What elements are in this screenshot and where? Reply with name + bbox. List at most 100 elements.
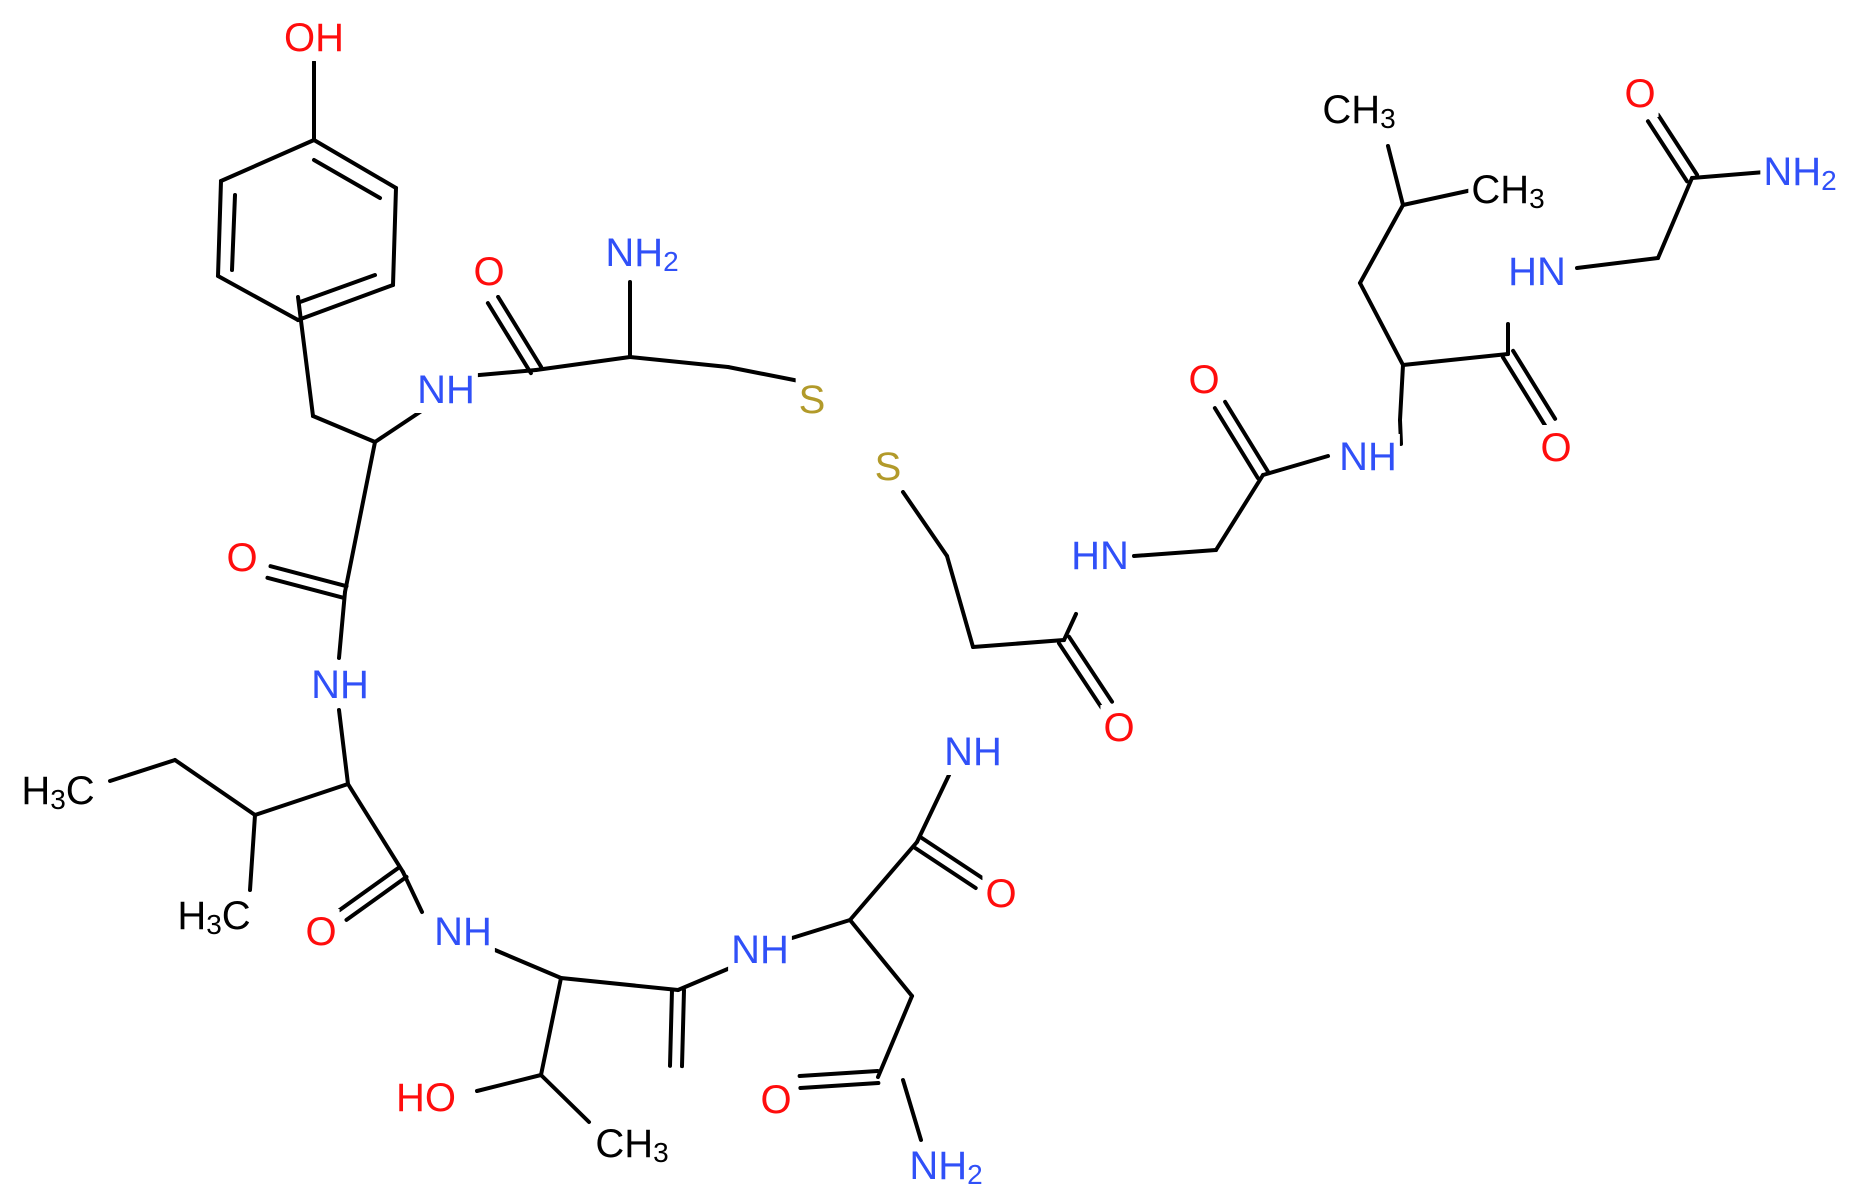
single-bond [915, 773, 951, 844]
atom-label-tyr_nh: NH [417, 368, 475, 412]
single-bond [108, 758, 177, 783]
single-bond [1401, 188, 1474, 207]
single-bond [848, 918, 914, 998]
atom-label-tyr_oh: OH [284, 16, 344, 60]
atom-label-ch3_thr: CH3 [595, 1122, 668, 1168]
ring-bond [219, 138, 316, 183]
ring-bond [216, 179, 223, 278]
single-bond [1690, 170, 1767, 180]
double-bond [1067, 634, 1115, 704]
ring-bond [391, 186, 398, 287]
single-bond [1575, 256, 1660, 270]
single-bond [1214, 473, 1265, 552]
single-bond [945, 554, 975, 649]
single-bond [1062, 612, 1078, 642]
single-bond [539, 1073, 591, 1124]
label-background [1505, 249, 1569, 295]
atom-label-cys_co_o: O [1103, 706, 1134, 750]
single-bond [346, 782, 405, 874]
label-background [470, 249, 508, 295]
double-bond [797, 1069, 880, 1079]
label-background [393, 1075, 459, 1121]
atom-label-thr_co_o: O [305, 910, 336, 954]
single-bond [1401, 352, 1510, 367]
label-background [1760, 149, 1840, 197]
single-bond [1261, 454, 1330, 477]
atom-label-s2: S [875, 445, 902, 489]
label-background [906, 1143, 986, 1191]
atom-label-asn_nh: NH [731, 928, 789, 972]
label-background [757, 1077, 795, 1123]
double-bond [268, 564, 349, 589]
double-bond [485, 301, 533, 376]
single-bond [311, 414, 377, 444]
single-bond [466, 368, 538, 378]
single-bond [248, 813, 257, 892]
double-bond [679, 988, 686, 1069]
single-bond [539, 976, 563, 1077]
atom-label-ile_co_o: O [226, 536, 257, 580]
single-bond [296, 295, 315, 418]
ring-bond [296, 283, 395, 322]
single-bond [373, 406, 428, 444]
double-bond [668, 987, 675, 1068]
label-background [431, 909, 495, 955]
single-bond [901, 490, 949, 558]
label-background [1537, 425, 1575, 471]
single-bond [971, 638, 1066, 649]
atom-label-cys_nh: NH [944, 730, 1002, 774]
label-background [1621, 71, 1659, 117]
double-bond [1056, 641, 1104, 711]
label-background [941, 729, 1005, 775]
double-bond [911, 845, 978, 891]
single-bond [559, 976, 680, 992]
atom-label-asn_nh2: NH2 [909, 1144, 982, 1190]
ring-inner-bond [312, 158, 382, 200]
ring-bond [216, 274, 300, 322]
label-background [174, 893, 254, 941]
single-bond [726, 365, 801, 383]
atom-label-ch3_ile: H3C [177, 894, 250, 940]
double-bond [344, 874, 409, 922]
double-bond [337, 865, 402, 913]
double-bond [1645, 119, 1689, 184]
label-background [871, 444, 905, 490]
atom-label-tyr_co_o: O [473, 250, 504, 294]
single-bond [676, 966, 732, 992]
double-bond [265, 575, 346, 600]
atom-label-term_o: O [1624, 72, 1655, 116]
atom-label-asn_side_o: O [760, 1078, 791, 1122]
atom-label-gly2_nh: HN [1508, 250, 1566, 294]
single-bond [628, 355, 730, 369]
atom-label-gly_co_o: O [1188, 358, 1219, 402]
single-bond [475, 1073, 543, 1093]
atom-label-gly_nh: HN [1071, 534, 1129, 578]
atom-label-s1: S [799, 378, 826, 422]
label-background [1185, 357, 1223, 403]
single-bond [1656, 176, 1694, 260]
double-bond [496, 294, 544, 369]
atom-label-ch3_ethyl: H3C [21, 769, 94, 815]
label-background [223, 535, 261, 581]
double-bond [1223, 399, 1271, 474]
single-bond [534, 355, 632, 372]
label-background [602, 230, 682, 278]
label-background [308, 662, 372, 708]
single-bond [1358, 281, 1405, 367]
atom-label-leu_co_o: O [1540, 426, 1571, 470]
double-bond [1511, 348, 1558, 421]
single-bond [1132, 548, 1218, 558]
ring-inner-bond [230, 193, 237, 272]
label-background [281, 15, 347, 61]
atom-label-asn_co_o: O [985, 872, 1016, 916]
single-bond [1358, 203, 1405, 285]
single-bond [901, 1078, 923, 1142]
atom-label-ile_nh: NH [311, 663, 369, 707]
label-background [982, 871, 1020, 917]
single-bond [1398, 363, 1405, 422]
label-background [728, 927, 792, 973]
atom-label-term_nh2: NH2 [1763, 150, 1836, 196]
double-bond [798, 1080, 881, 1090]
